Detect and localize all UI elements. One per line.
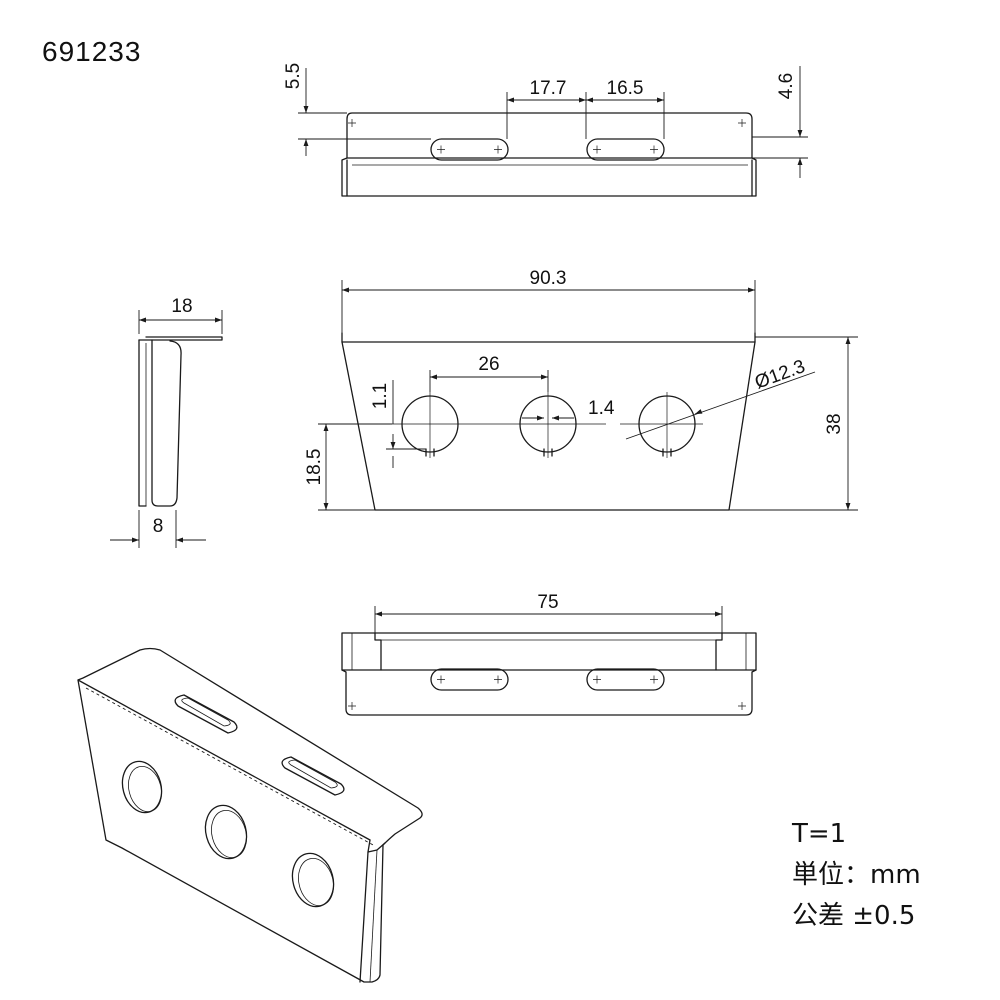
dim-hole-pitch: 26 — [478, 354, 499, 375]
dim-notch-gap: 1.4 — [588, 398, 615, 419]
dim-top-gap-right: 16.5 — [607, 78, 644, 99]
dim-hole-center-height: 18.5 — [304, 449, 325, 486]
iso-hole-right — [291, 852, 335, 908]
iso-hole-left — [121, 760, 163, 814]
dim-top-height-right: 4.6 — [776, 73, 797, 99]
dim-top-height-left: 5.5 — [283, 63, 304, 89]
top-slot-left — [430, 138, 509, 161]
bottom-slot-right — [586, 668, 665, 691]
isometric-view — [77, 647, 423, 983]
dim-front-width: 90.3 — [530, 268, 567, 289]
top-view: 5.5 17.7 16.5 4.6 — [283, 63, 808, 197]
dim-side-depth-bottom: 8 — [153, 516, 164, 537]
dim-top-gap-left: 17.7 — [530, 78, 567, 99]
dim-hole-diameter: Ø12.3 — [752, 356, 808, 393]
dim-notch-width: 1.1 — [370, 383, 391, 409]
bottom-view: 75 — [341, 592, 757, 716]
dim-front-height: 38 — [824, 413, 845, 434]
bottom-slot-left — [430, 668, 509, 691]
dim-bottom-width: 75 — [537, 592, 558, 613]
thickness-note: T=1 — [792, 819, 847, 849]
side-view: 18 8 — [110, 296, 223, 548]
dim-side-depth-top: 18 — [171, 296, 192, 317]
top-slot-right — [586, 138, 665, 161]
iso-slot-right — [281, 756, 345, 796]
iso-hole-middle — [204, 804, 248, 860]
tolerance-note: 公差 ±0.5 — [792, 901, 916, 931]
unit-note: 単位：mm — [792, 860, 921, 890]
iso-slot-left — [174, 694, 238, 734]
part-number: 691233 — [42, 36, 142, 67]
drawing-notes: T=1 単位：mm 公差 ±0.5 — [792, 814, 921, 937]
front-view: 90.3 38 26 1.1 1.4 Ø12.3 18.5 — [304, 268, 858, 511]
